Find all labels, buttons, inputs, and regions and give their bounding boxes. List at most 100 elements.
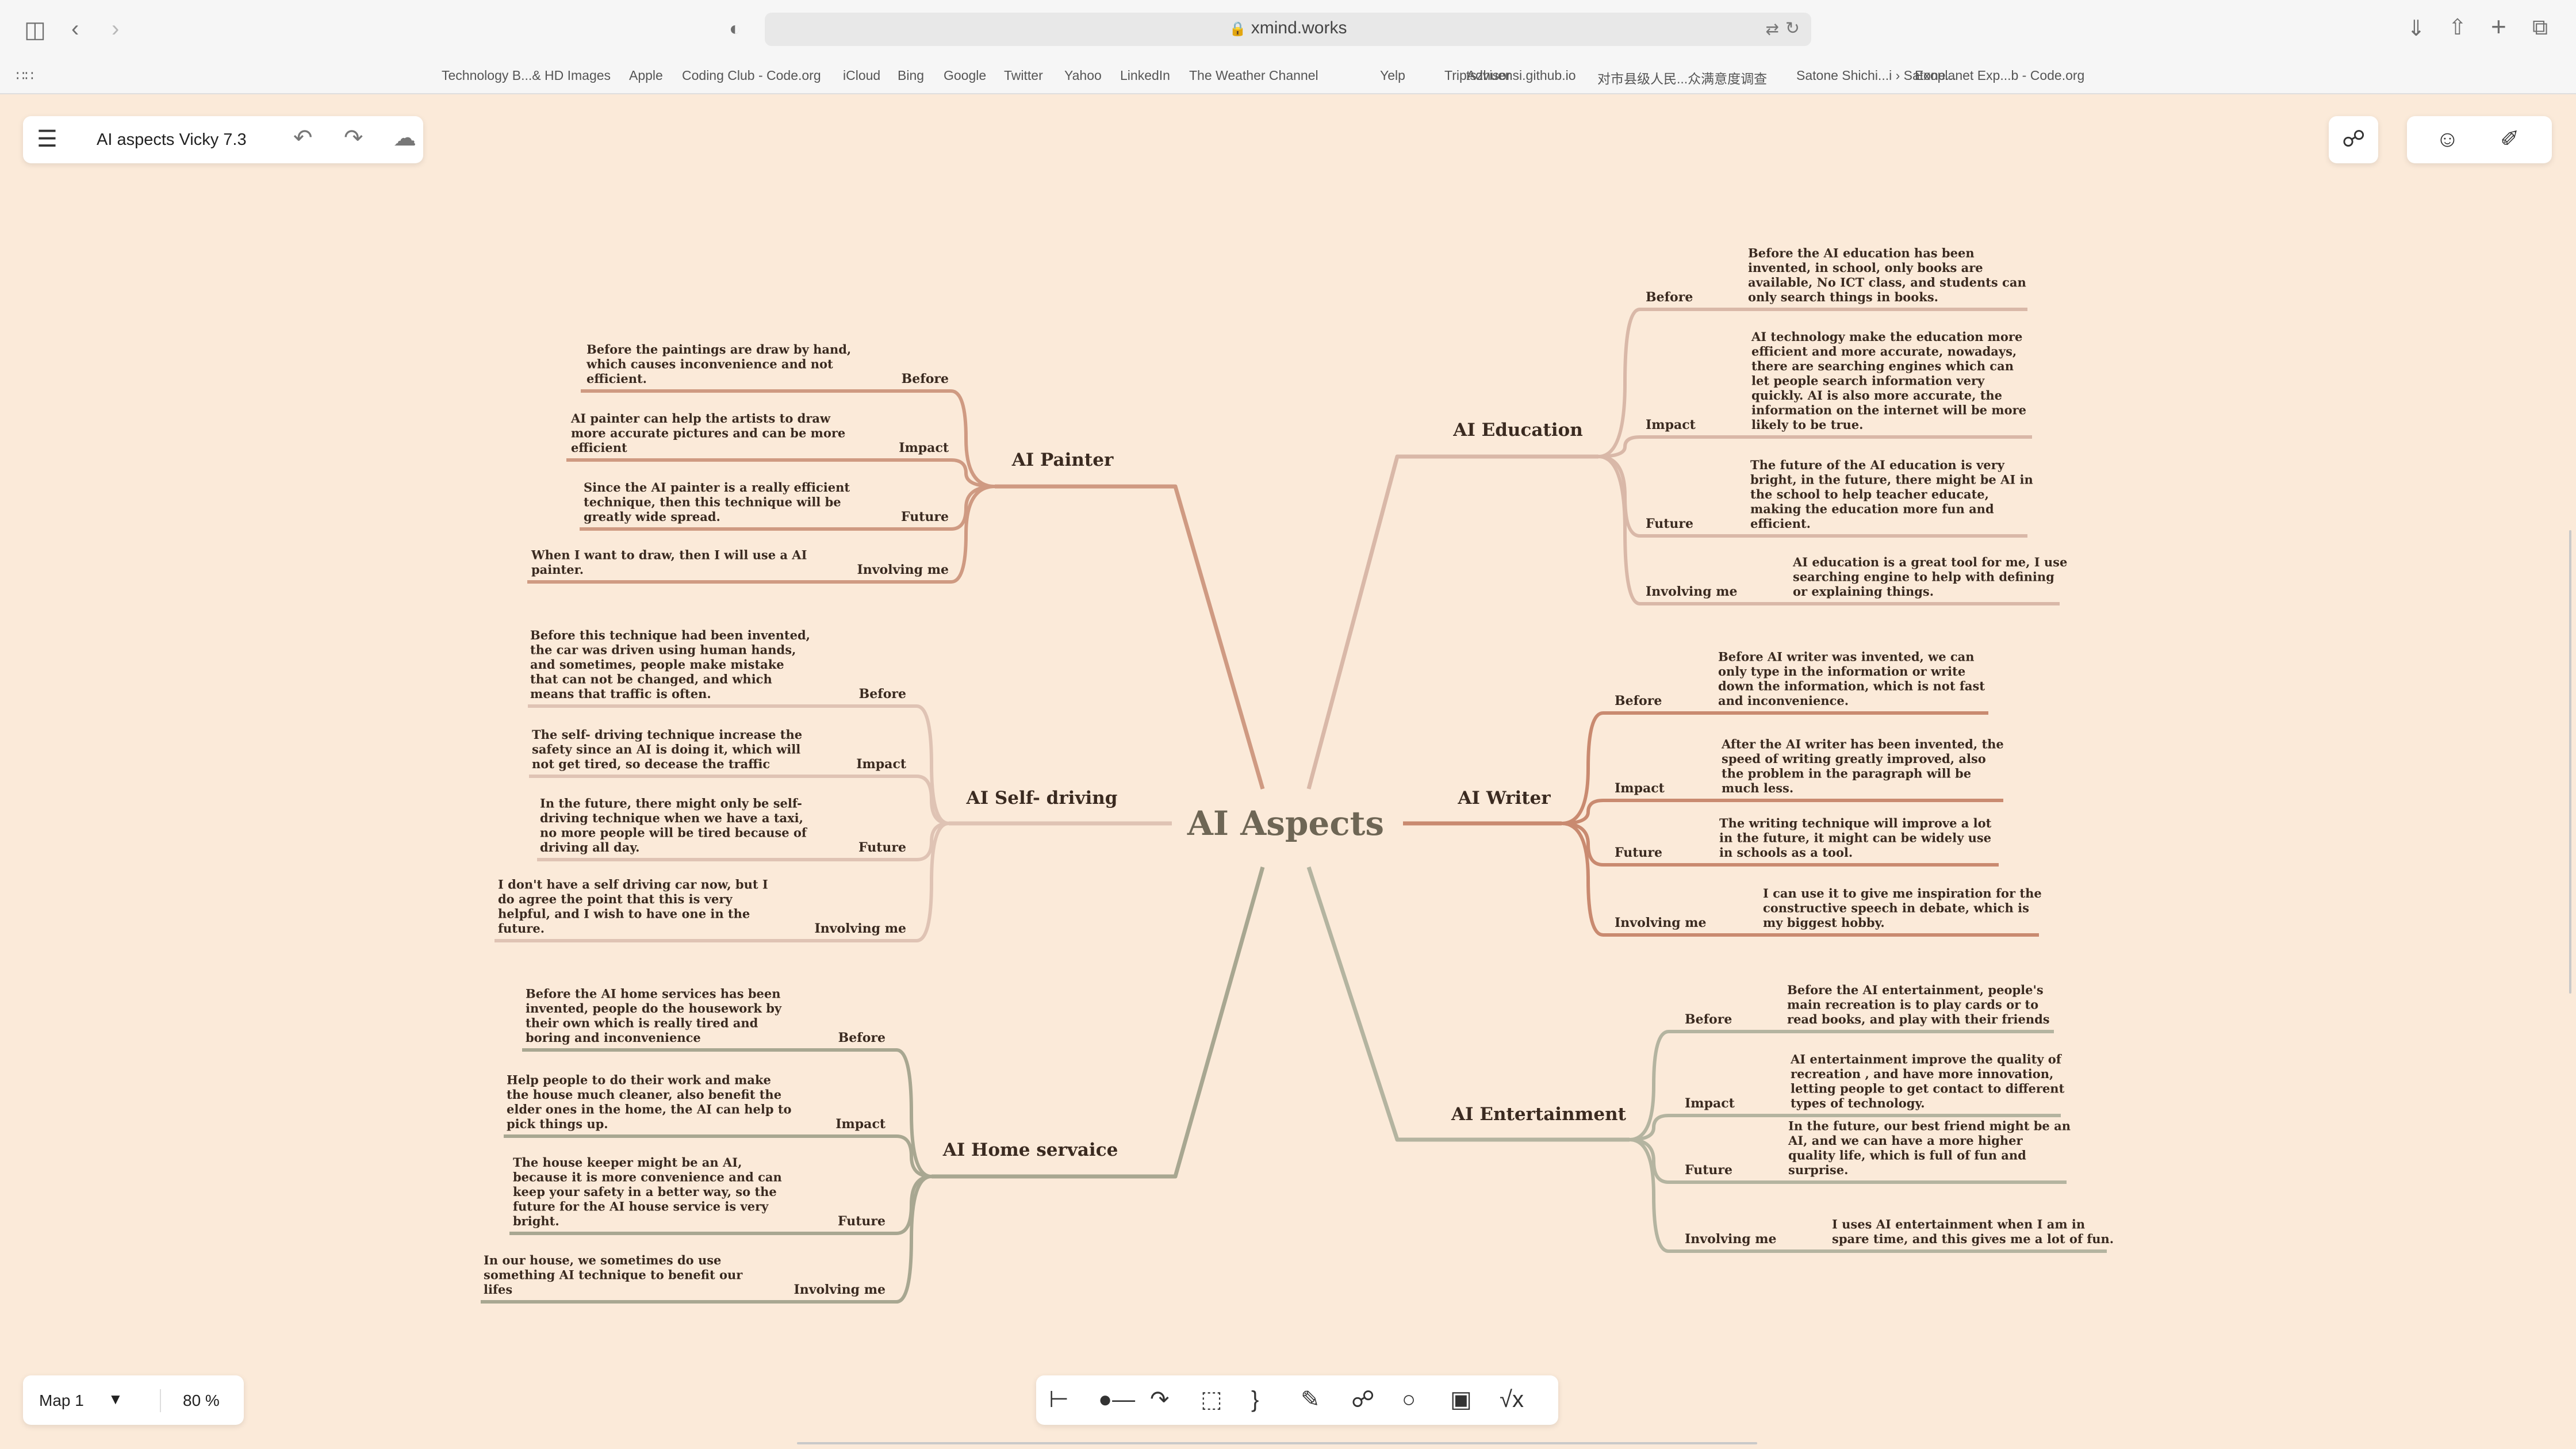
child-note[interactable]: In the future, our best friend might be … [1788,1119,2071,1178]
child-label[interactable]: Impact [1646,417,1696,432]
child-note[interactable]: AI education is a great tool for me, I u… [1792,555,2067,599]
redo-icon[interactable]: ↷ [344,125,363,151]
child-note[interactable]: The house keeper might be an AI,because … [513,1155,782,1228]
apps-grid-icon[interactable]: ∷∷ [16,68,34,84]
child-note[interactable]: When I want to draw, then I will use a A… [531,548,807,577]
bookmark-item[interactable]: Yelp [1380,68,1405,83]
emoji-icon[interactable]: ☺ [2436,126,2459,152]
branch-topic-education[interactable]: AI Education [1452,420,1582,440]
reload-icon[interactable]: ↻ [1785,19,1800,38]
child-note[interactable]: Since the AI painter is a really efficie… [584,480,850,524]
child-label[interactable]: Involving me [814,921,906,936]
child-note[interactable]: Before the paintings are draw by hand,wh… [586,342,851,386]
child-label[interactable]: Impact [856,757,907,772]
bookmark-item[interactable]: iCloud [843,68,881,83]
child-label[interactable]: Before [1685,1012,1732,1027]
child-label[interactable]: Before [1646,290,1693,305]
child-label[interactable]: Impact [1615,781,1665,796]
bookmark-item[interactable]: Satone Shichi...i › Satone... [1796,68,1957,83]
child-label[interactable]: Involving me [1685,1232,1777,1247]
child-note[interactable]: I don't have a self driving car now, but… [498,877,768,936]
bookmark-item[interactable]: Twitter [1004,68,1043,83]
child-label[interactable]: Involving me [1615,915,1707,930]
sidebar-toggle-icon[interactable]: ◫ [24,17,46,43]
format-brush-icon[interactable]: ✐ [2500,126,2520,152]
bookmark-item[interactable]: The Weather Channel [1189,68,1318,83]
bookmark-item[interactable]: Coding Club - Code.org [682,68,821,83]
central-topic[interactable]: AI Aspects [1187,804,1384,843]
child-label[interactable]: Involving me [793,1282,885,1297]
bookmark-item[interactable]: Yahoo [1064,68,1102,83]
cloud-sync-icon[interactable]: ☁ [393,125,416,151]
share-icon[interactable]: ⇧ [2448,16,2467,40]
child-label[interactable]: Involving me [857,562,949,577]
bookmark-item[interactable]: TripAdvisor [1444,68,1511,83]
subtopic-icon[interactable]: ⊢ [1049,1387,1069,1412]
child-note[interactable]: In the future, there might only be self-… [540,796,808,855]
child-label[interactable]: Before [859,687,906,702]
bookmark-item[interactable]: 对市县级人民...众满意度调查 [1597,71,1768,86]
boundary-icon[interactable]: ⬚ [1201,1387,1222,1412]
vertical-scrollbar[interactable] [2569,530,2571,994]
note-icon[interactable]: ✎ [1301,1387,1320,1412]
link-icon[interactable]: ☍ [1351,1387,1375,1412]
child-label[interactable]: Future [1615,845,1662,860]
child-label[interactable]: Involving me [1646,584,1738,599]
child-note[interactable]: After the AI writer has been invented, t… [1721,737,2004,796]
topic-icon[interactable]: ●— [1098,1387,1136,1412]
child-note[interactable]: The self- driving technique increase the… [532,727,802,771]
equation-icon[interactable]: √x [1500,1387,1524,1412]
map-dropdown-icon[interactable]: ▼ [108,1390,123,1408]
child-label[interactable]: Future [858,840,906,855]
summary-icon[interactable]: } [1251,1387,1259,1412]
child-label[interactable]: Future [1685,1163,1732,1178]
downloads-icon[interactable]: ⇓ [2407,17,2425,41]
translate-icon[interactable]: ⇄ [1765,20,1779,38]
child-label[interactable]: Before [1615,693,1662,708]
menu-icon[interactable]: ☰ [37,126,57,152]
label-icon[interactable]: ○ [1402,1387,1416,1412]
privacy-shield-icon[interactable]: ◐ [729,18,741,40]
branch-topic-painter[interactable]: AI Painter [1011,450,1114,470]
new-tab-icon[interactable]: + [2491,12,2506,41]
forward-icon[interactable]: › [112,16,120,41]
child-label[interactable]: Impact [1685,1096,1735,1111]
child-note[interactable]: Before this technique had been invented,… [530,628,810,701]
child-note[interactable]: The writing technique will improve a lot… [1719,816,1992,860]
child-label[interactable]: Future [838,1214,885,1229]
file-name[interactable]: AI aspects Vicky 7.3 [97,131,247,149]
bookmark-item[interactable]: Technology B...& HD Images [442,68,611,83]
child-label[interactable]: Before [838,1030,885,1045]
bookmark-item[interactable]: tszhuensi.github.io [1466,68,1576,83]
child-label[interactable]: Impact [835,1117,886,1132]
bookmark-item[interactable]: Bing [898,68,925,83]
bookmark-item[interactable]: Google [944,68,987,83]
map-name[interactable]: Map 1 [39,1392,84,1409]
child-label[interactable]: Future [1646,516,1693,531]
undo-icon[interactable]: ↶ [293,125,313,151]
child-label[interactable]: Before [902,371,949,386]
child-label[interactable]: Impact [899,440,949,455]
horizontal-scrollbar[interactable] [797,1442,1757,1444]
tab-overview-icon[interactable]: ⧉ [2532,16,2548,40]
bookmark-item[interactable]: Exoplanet Exp...b - Code.org [1915,68,2085,83]
address-bar[interactable]: 🔒 xmind.works ⇄ ↻ [765,13,1811,46]
relationship-icon[interactable]: ↷ [1150,1387,1170,1412]
share-map-icon[interactable]: ☍ [2342,126,2366,152]
branch-topic-entertainment[interactable]: AI Entertainment [1451,1104,1627,1125]
branch-topic-home[interactable]: AI Home servaice [942,1140,1118,1160]
image-icon[interactable]: ▣ [1450,1387,1472,1412]
child-note[interactable]: I can use it to give me inspiration for … [1763,886,2042,930]
